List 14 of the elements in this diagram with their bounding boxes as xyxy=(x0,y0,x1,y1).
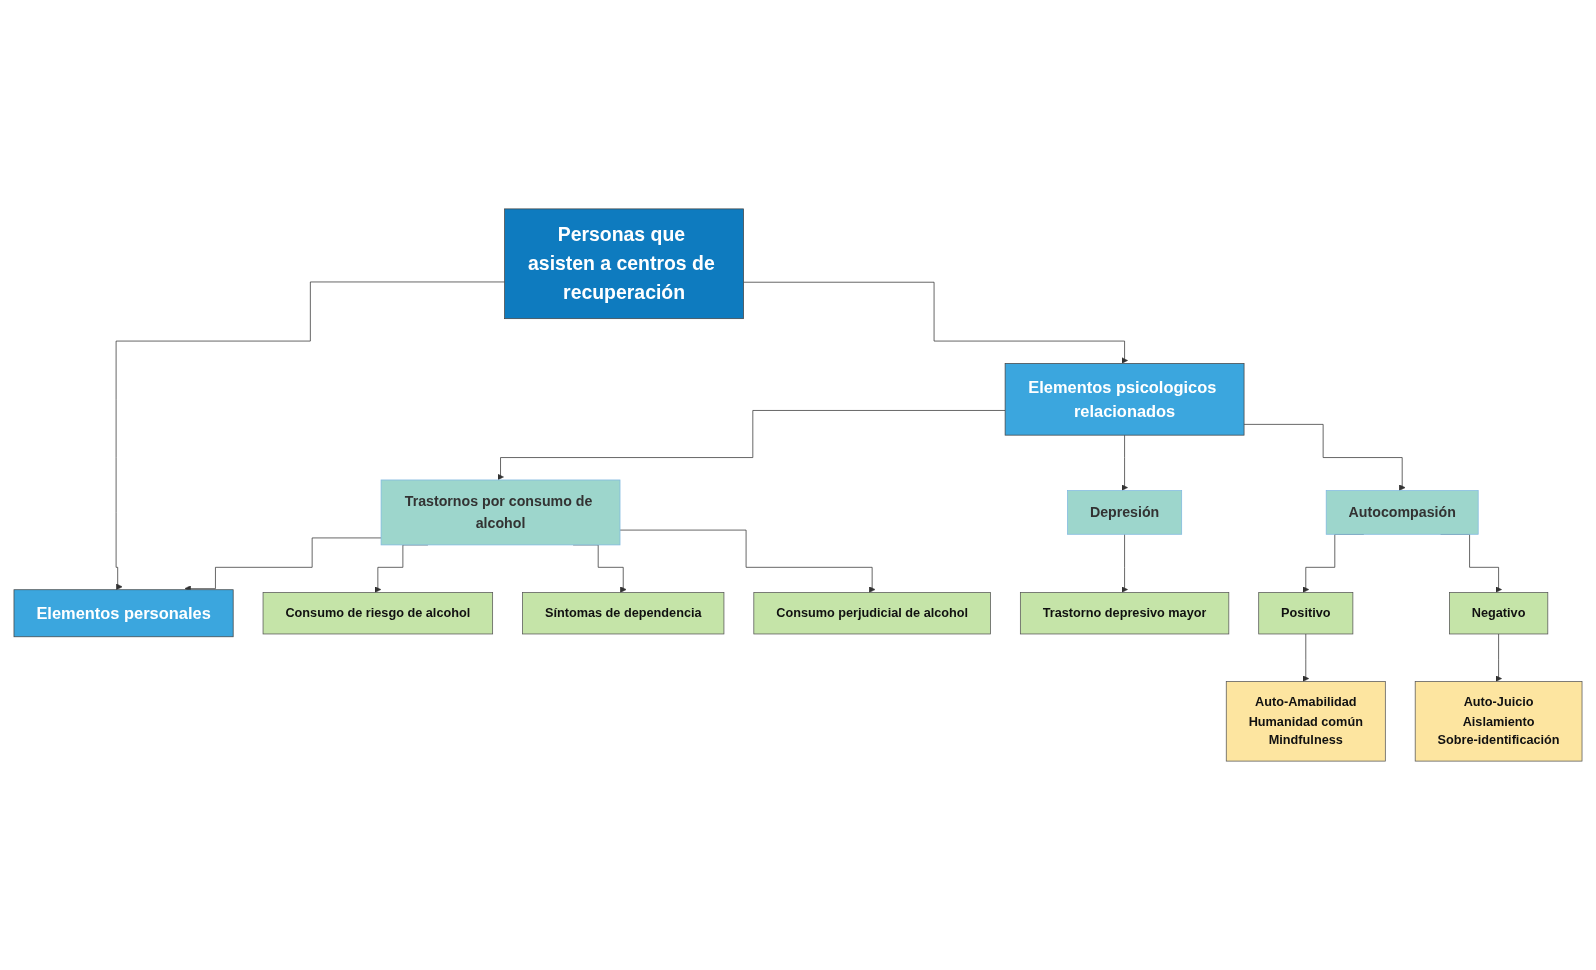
node-box: Autocompasión xyxy=(1325,490,1479,535)
node-box: Trastornos por consumo de alcohol xyxy=(380,479,621,546)
node-box: Personas que asisten a centros de recuperación xyxy=(504,208,744,320)
node-box: Positivo xyxy=(1258,592,1354,635)
node-box: Trastorno depresivo mayor xyxy=(1019,592,1230,635)
node-box: Auto-Juicio Aislamiento Sobre-identificación xyxy=(1414,681,1583,762)
node-box: Elementos personales xyxy=(13,589,234,638)
node-box: Consumo de riesgo de alcohol xyxy=(262,592,494,635)
node-box: Consumo perjudicial de alcohol xyxy=(753,592,991,635)
node-box: Auto-Amabilidad Humanidad común Mindfulness xyxy=(1225,681,1386,762)
node-box: Síntomas de dependencia xyxy=(522,592,725,635)
node-box: Depresión xyxy=(1067,490,1183,535)
node-box: Negativo xyxy=(1449,592,1549,635)
node-box: Elementos psicologicos relacionados xyxy=(1004,363,1245,436)
